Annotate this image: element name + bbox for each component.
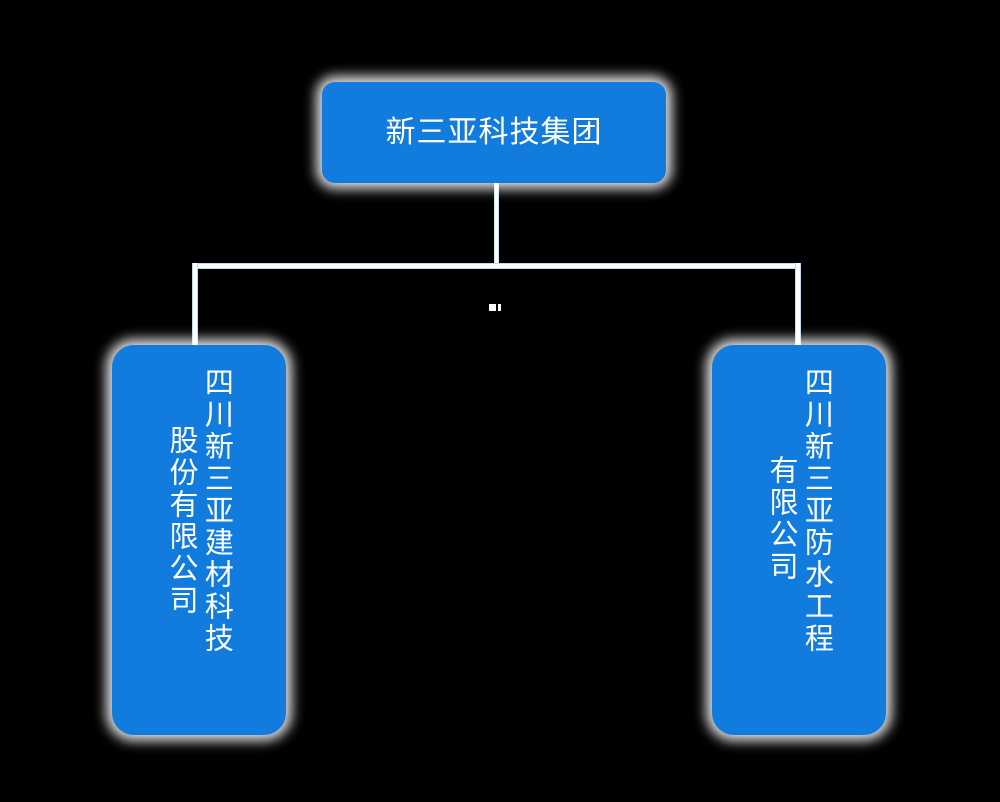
org-node-right-label-col1: 四川新三亚防水工程 — [800, 367, 835, 655]
center-artifact-mark — [489, 304, 501, 311]
org-node-left[interactable]: 四川新三亚建材科技 股份有限公司 — [112, 345, 286, 735]
connector-right-branch — [795, 263, 801, 349]
org-node-left-text: 四川新三亚建材科技 股份有限公司 — [165, 345, 235, 735]
connector-left-branch — [192, 263, 198, 349]
org-node-root[interactable]: 新三亚科技集团 — [322, 82, 666, 183]
org-node-root-label: 新三亚科技集团 — [385, 114, 603, 150]
org-node-right-text: 四川新三亚防水工程 有限公司 — [765, 345, 835, 735]
org-node-left-label-col1: 四川新三亚建材科技 — [200, 367, 235, 655]
org-node-right-label-col2: 有限公司 — [765, 455, 799, 583]
org-node-right[interactable]: 四川新三亚防水工程 有限公司 — [712, 345, 886, 735]
connector-root-stem — [494, 183, 499, 269]
org-node-left-label-col2: 股份有限公司 — [165, 425, 199, 617]
connector-horizontal-bus — [192, 263, 801, 269]
